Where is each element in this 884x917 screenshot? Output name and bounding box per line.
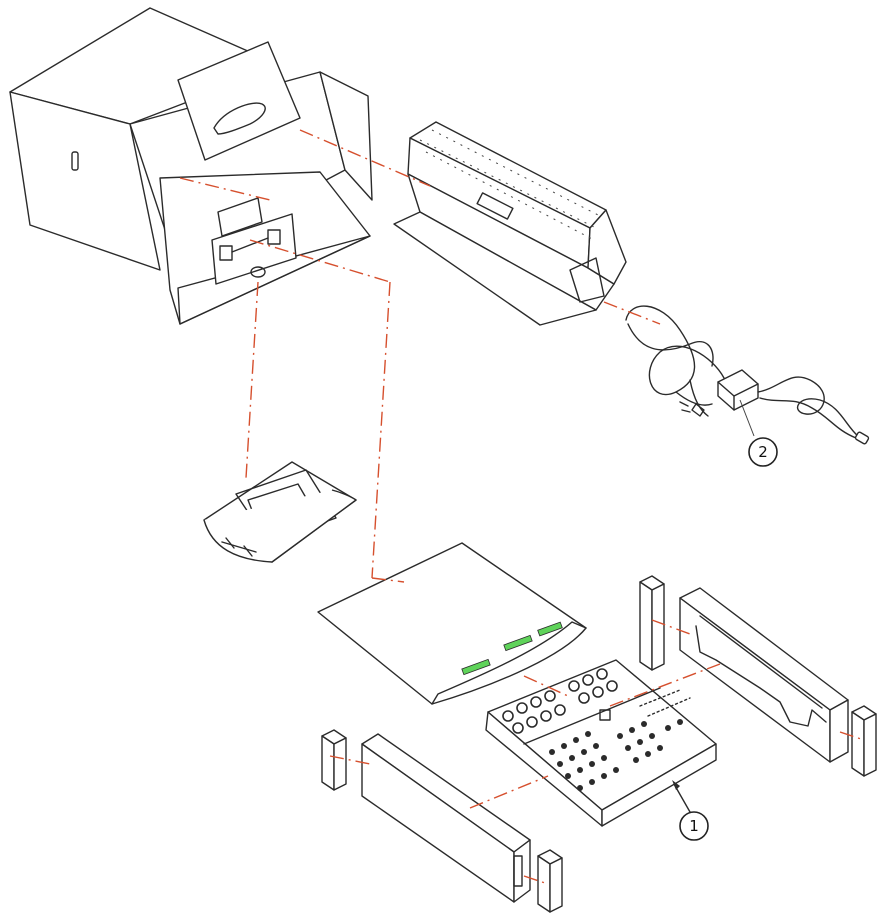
support-block-top-left: [639, 575, 665, 671]
mixer-knob-grid: [502, 668, 691, 791]
callout-1-label: 1: [689, 817, 699, 835]
support-block-right: [851, 705, 877, 777]
support-block-bottom: [537, 849, 563, 913]
outer-carton: [9, 7, 373, 325]
sleeve-perforations: [419, 129, 601, 241]
bag-tape-strips: [461, 621, 563, 676]
power-adaptor: [625, 305, 870, 445]
assembly-guide-lines: [179, 129, 865, 885]
callout-1: 1: [672, 780, 709, 841]
folded-insert: [203, 461, 357, 563]
protective-bag: [317, 542, 587, 705]
right-end-cap: [679, 587, 849, 763]
mixer-unit: [485, 659, 717, 827]
support-block-left: [321, 729, 347, 791]
left-end-cap: [361, 733, 531, 903]
callout-2: 2: [748, 437, 778, 467]
insert-sleeve: [393, 121, 627, 326]
callout-2-label: 2: [758, 443, 768, 461]
